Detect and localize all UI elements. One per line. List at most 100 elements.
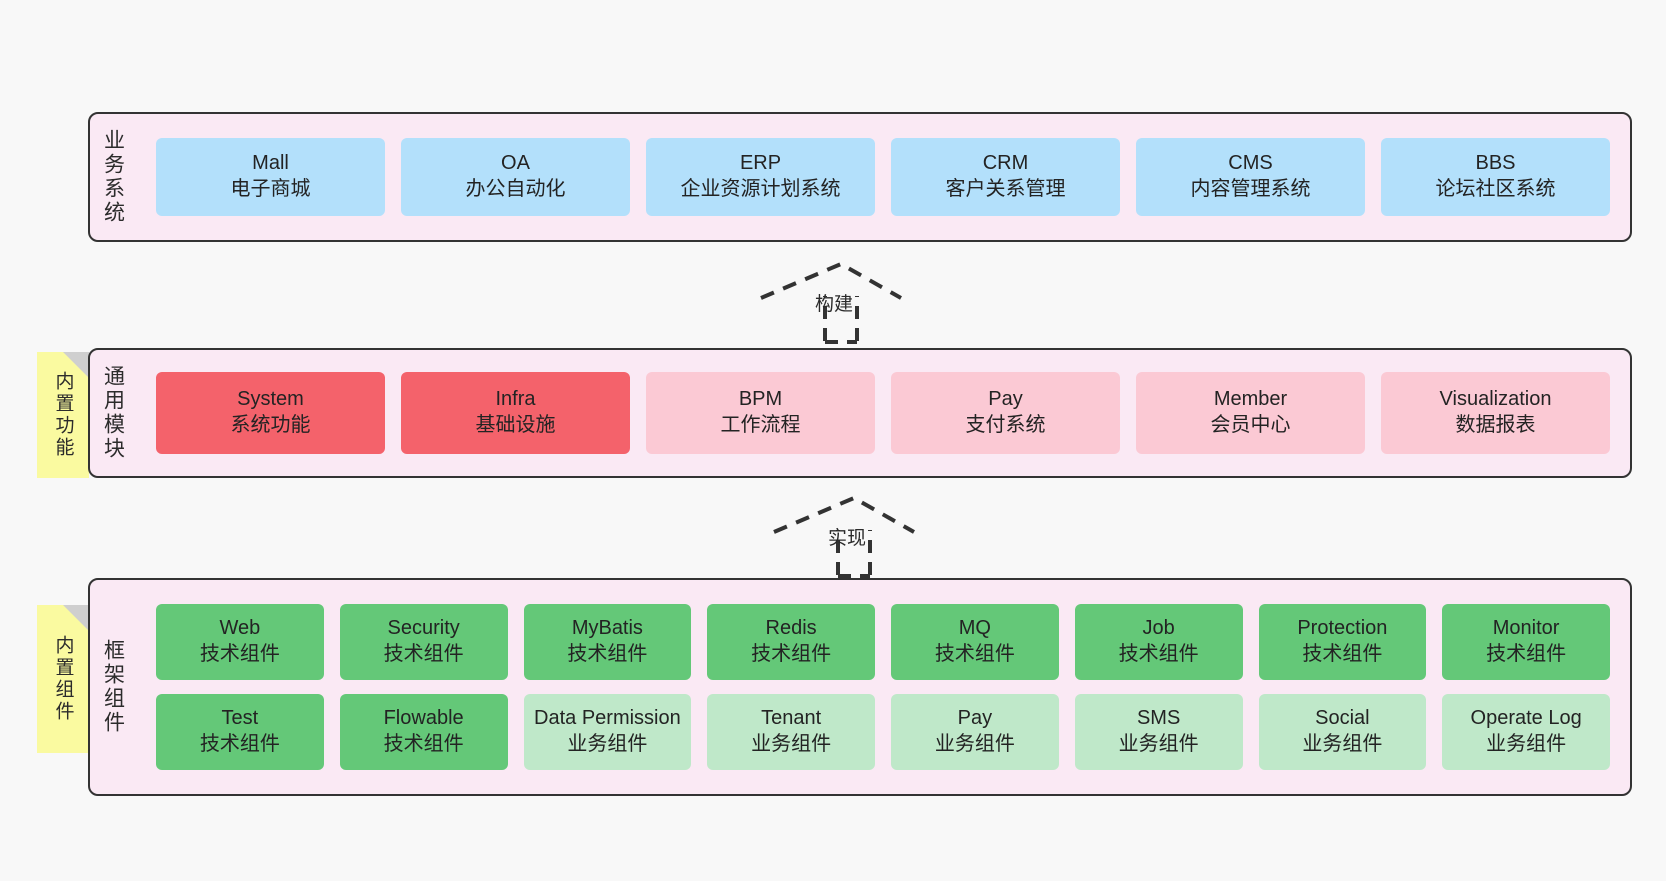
node-title-en: SMS bbox=[1136, 707, 1181, 730]
node-title-cn: 业务组件 bbox=[1118, 733, 1199, 755]
common-module-visualization[interactable]: Visualization 数据报表 bbox=[1381, 372, 1610, 454]
node-title-en: Job bbox=[1142, 617, 1175, 640]
node-title-en: Monitor bbox=[1492, 617, 1560, 640]
framework-component-data-permission[interactable]: Data Permission 业务组件 bbox=[523, 694, 692, 770]
framework-component-test[interactable]: Test 技术组件 bbox=[156, 694, 324, 770]
node-title-en: Member bbox=[1213, 388, 1288, 411]
node-title-en: Visualization bbox=[1439, 388, 1552, 411]
node-title-en: Mall bbox=[252, 152, 289, 175]
connector-implement: 实现 bbox=[768, 492, 918, 580]
framework-component-monitor[interactable]: Monitor 技术组件 bbox=[1442, 604, 1610, 680]
node-title-en: ERP bbox=[739, 152, 782, 175]
sticky-note-builtin-function-label: 内置功能 bbox=[52, 371, 74, 459]
framework-component-protection[interactable]: Protection 技术组件 bbox=[1258, 604, 1427, 680]
note-fold-corner-icon bbox=[63, 352, 89, 378]
common-module-pay[interactable]: Pay 支付系统 bbox=[891, 372, 1120, 454]
framework-component-sms[interactable]: SMS 业务组件 bbox=[1074, 694, 1243, 770]
node-title-cn: 技术组件 bbox=[1302, 643, 1383, 665]
node-title-en: Data Permission bbox=[534, 707, 681, 730]
node-title-cn: 业务组件 bbox=[934, 733, 1015, 755]
framework-component-pay[interactable]: Pay 业务组件 bbox=[891, 694, 1059, 770]
framework-component-security[interactable]: Security 技术组件 bbox=[339, 604, 508, 680]
node-title-en: Operate Log bbox=[1470, 707, 1582, 730]
node-title-en: OA bbox=[501, 152, 530, 175]
node-title-cn: 办公自动化 bbox=[465, 178, 566, 200]
framework-component-operate-log[interactable]: Operate Log 业务组件 bbox=[1442, 694, 1610, 770]
node-title-cn: 技术组件 bbox=[199, 733, 280, 755]
node-title-en: Tenant bbox=[761, 707, 822, 730]
node-title-en: Pay bbox=[957, 707, 993, 730]
node-title-en: Social bbox=[1315, 707, 1370, 730]
node-title-en: Test bbox=[221, 707, 259, 730]
node-title-cn: 内容管理系统 bbox=[1190, 178, 1311, 200]
connector-build-arrow bbox=[760, 261, 902, 344]
node-title-cn: 支付系统 bbox=[965, 414, 1046, 436]
node-title-en: Pay bbox=[988, 388, 1023, 411]
node-title-en: BPM bbox=[738, 388, 783, 411]
node-title-cn: 技术组件 bbox=[567, 643, 648, 665]
node-title-en: MQ bbox=[958, 617, 991, 640]
business-system-crm[interactable]: CRM 客户关系管理 bbox=[891, 138, 1120, 216]
node-title-cn: 技术组件 bbox=[1118, 643, 1199, 665]
node-title-cn: 电子商城 bbox=[230, 178, 311, 200]
node-title-en: MyBatis bbox=[571, 617, 643, 640]
node-title-cn: 客户关系管理 bbox=[945, 178, 1066, 200]
node-title-cn: 论坛社区系统 bbox=[1435, 178, 1556, 200]
node-title-en: BBS bbox=[1475, 152, 1516, 175]
common-module-member[interactable]: Member 会员中心 bbox=[1136, 372, 1365, 454]
framework-component-social[interactable]: Social 业务组件 bbox=[1258, 694, 1427, 770]
sticky-note-builtin-component-label: 内置组件 bbox=[52, 635, 74, 723]
node-title-cn: 技术组件 bbox=[383, 643, 464, 665]
connector-build-label: 构建 bbox=[815, 294, 854, 315]
framework-component-redis[interactable]: Redis 技术组件 bbox=[707, 604, 875, 680]
framework-component-mybatis[interactable]: MyBatis 技术组件 bbox=[523, 604, 692, 680]
node-title-cn: 技术组件 bbox=[1486, 643, 1567, 665]
node-title-en: System bbox=[237, 388, 304, 411]
node-title-cn: 技术组件 bbox=[751, 643, 832, 665]
node-title-cn: 技术组件 bbox=[383, 733, 464, 755]
node-title-cn: 业务组件 bbox=[1486, 733, 1567, 755]
node-title-cn: 技术组件 bbox=[934, 643, 1015, 665]
framework-component-job[interactable]: Job 技术组件 bbox=[1074, 604, 1243, 680]
node-title-cn: 数据报表 bbox=[1455, 414, 1536, 436]
layer-framework-components-title: 框架组件 bbox=[101, 639, 125, 735]
business-system-oa[interactable]: OA 办公自动化 bbox=[401, 138, 630, 216]
node-title-en: Security bbox=[387, 617, 460, 640]
node-title-en: Protection bbox=[1297, 617, 1388, 640]
node-title-en: Redis bbox=[765, 617, 817, 640]
layer-common-modules-title: 通用模块 bbox=[101, 365, 125, 461]
node-title-cn: 业务组件 bbox=[567, 733, 648, 755]
connector-implement-label: 实现 bbox=[828, 528, 867, 549]
framework-component-mq[interactable]: MQ 技术组件 bbox=[891, 604, 1059, 680]
common-module-bpm[interactable]: BPM 工作流程 bbox=[646, 372, 875, 454]
business-system-bbs[interactable]: BBS 论坛社区系统 bbox=[1381, 138, 1610, 216]
node-title-cn: 会员中心 bbox=[1210, 414, 1291, 436]
node-title-en: Infra bbox=[495, 388, 536, 411]
node-title-cn: 工作流程 bbox=[720, 414, 801, 436]
node-title-cn: 技术组件 bbox=[199, 643, 280, 665]
layer-business-systems-title: 业务系统 bbox=[101, 129, 125, 225]
note-fold-corner-icon bbox=[63, 605, 89, 631]
node-title-en: CRM bbox=[982, 152, 1029, 175]
node-title-cn: 业务组件 bbox=[1302, 733, 1383, 755]
business-system-mall[interactable]: Mall 电子商城 bbox=[156, 138, 385, 216]
sticky-note-builtin-component: 内置组件 bbox=[37, 605, 89, 753]
